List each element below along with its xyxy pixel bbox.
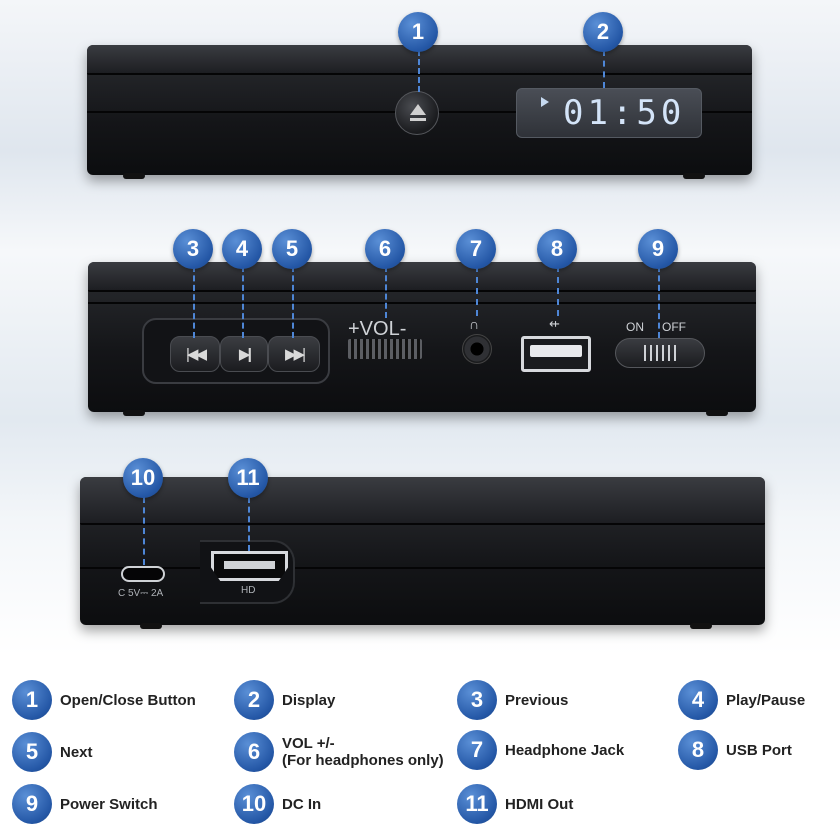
legend-label: VOL +/-: [282, 735, 335, 752]
legend-item: 8 USB Port: [678, 730, 792, 770]
legend-item: 7 Headphone Jack: [457, 730, 624, 770]
dc-in-port[interactable]: [121, 566, 165, 582]
hdmi-port[interactable]: [211, 551, 288, 581]
legend-label: Next: [60, 743, 93, 761]
callout-7: 7: [456, 229, 496, 269]
callout-6: 6: [365, 229, 405, 269]
foot: [683, 173, 705, 179]
legend-item: 9 Power Switch: [12, 784, 158, 824]
foot: [140, 623, 162, 629]
next-icon: ▶▶|: [285, 346, 306, 363]
callout-3: 3: [173, 229, 213, 269]
leader-line-11: [248, 497, 250, 551]
leader-line-5: [292, 266, 294, 338]
legend-number: 2: [234, 680, 274, 720]
legend-label: Open/Close Button: [60, 691, 196, 709]
eject-icon: [410, 104, 426, 115]
usb-port[interactable]: [521, 336, 591, 372]
legend-item: 11 HDMI Out: [457, 784, 573, 824]
legend-label: Previous: [505, 691, 569, 709]
callout-10: 10: [123, 458, 163, 498]
legend-number: 1: [12, 680, 52, 720]
play-indicator-icon: [541, 97, 549, 107]
legend-label: USB Port: [726, 741, 792, 759]
leader-line-4: [242, 266, 244, 338]
foot: [690, 623, 712, 629]
legend-item: 6 VOL +/- (For headphones only): [234, 732, 444, 772]
legend-number: 8: [678, 730, 718, 770]
legend-item: 2 Display: [234, 680, 335, 720]
callout-2: 2: [583, 12, 623, 52]
leader-line-6: [385, 266, 387, 318]
play-pause-button[interactable]: ▶||: [220, 336, 268, 372]
legend-number: 11: [457, 784, 497, 824]
leader-line-9: [658, 266, 660, 338]
callout-11: 11: [228, 458, 268, 498]
legend-sublabel: (For headphones only): [282, 752, 444, 769]
legend-number: 3: [457, 680, 497, 720]
foot: [706, 410, 728, 416]
leader-line-8: [557, 266, 559, 316]
legend-label: Play/Pause: [726, 691, 806, 709]
leader-line-7: [476, 266, 478, 316]
display-time: 01:50: [563, 93, 686, 133]
legend-item: 5 Next: [12, 732, 93, 772]
legend-item: 4 Play/Pause: [678, 680, 805, 720]
callout-9: 9: [638, 229, 678, 269]
legend-label-group: VOL +/- (For headphones only): [282, 735, 444, 769]
legend-number: 5: [12, 732, 52, 772]
callout-1: 1: [398, 12, 438, 52]
legend-item: 10 DC In: [234, 784, 321, 824]
legend-label: HDMI Out: [505, 795, 574, 813]
legend-label: Power Switch: [60, 795, 158, 813]
eject-icon-bar: [410, 118, 426, 121]
panel-seam: [88, 302, 756, 304]
leader-line-3: [193, 266, 195, 338]
open-close-button[interactable]: [395, 91, 439, 135]
hdmi-contacts: [224, 561, 275, 569]
headphone-icon: ∩: [469, 316, 480, 332]
legend-label: Display: [282, 691, 336, 709]
player-control-view: [88, 262, 756, 412]
legend-label: DC In: [282, 795, 322, 813]
vol-label: +VOL-: [348, 318, 407, 340]
leader-line-10: [143, 497, 145, 565]
previous-icon: |◀◀: [186, 346, 207, 363]
hdmi-label: HD: [241, 585, 256, 596]
usb-tongue: [530, 345, 582, 357]
foot: [123, 173, 145, 179]
player-rear-view: [80, 477, 765, 625]
power-switch[interactable]: [615, 338, 705, 368]
panel-seam: [80, 567, 765, 569]
previous-button[interactable]: |◀◀: [170, 336, 220, 372]
legend-number: 6: [234, 732, 274, 772]
leader-line-1: [418, 50, 420, 92]
leader-line-2: [603, 50, 605, 88]
display: 01:50: [516, 88, 702, 138]
switch-off-label: OFF: [662, 320, 686, 334]
legend-number: 7: [457, 730, 497, 770]
callout-4: 4: [222, 229, 262, 269]
volume-wheel[interactable]: [348, 339, 422, 359]
play-pause-icon: ▶||: [238, 346, 252, 363]
next-button[interactable]: ▶▶|: [268, 336, 320, 372]
switch-on-label: ON: [626, 320, 644, 334]
callout-8: 8: [537, 229, 577, 269]
switch-grip: [644, 345, 680, 361]
legend-number: 10: [234, 784, 274, 824]
foot: [123, 410, 145, 416]
legend-item: 1 Open/Close Button: [12, 680, 196, 720]
lid-edge: [80, 477, 765, 525]
usb-icon: ⇷: [549, 316, 560, 331]
legend-number: 9: [12, 784, 52, 824]
callout-5: 5: [272, 229, 312, 269]
dc-in-label: C 5V⎓ 2A: [118, 588, 164, 599]
legend-item: 3 Previous: [457, 680, 568, 720]
legend-number: 4: [678, 680, 718, 720]
legend-label: Headphone Jack: [505, 741, 625, 759]
headphone-jack[interactable]: [462, 334, 492, 364]
